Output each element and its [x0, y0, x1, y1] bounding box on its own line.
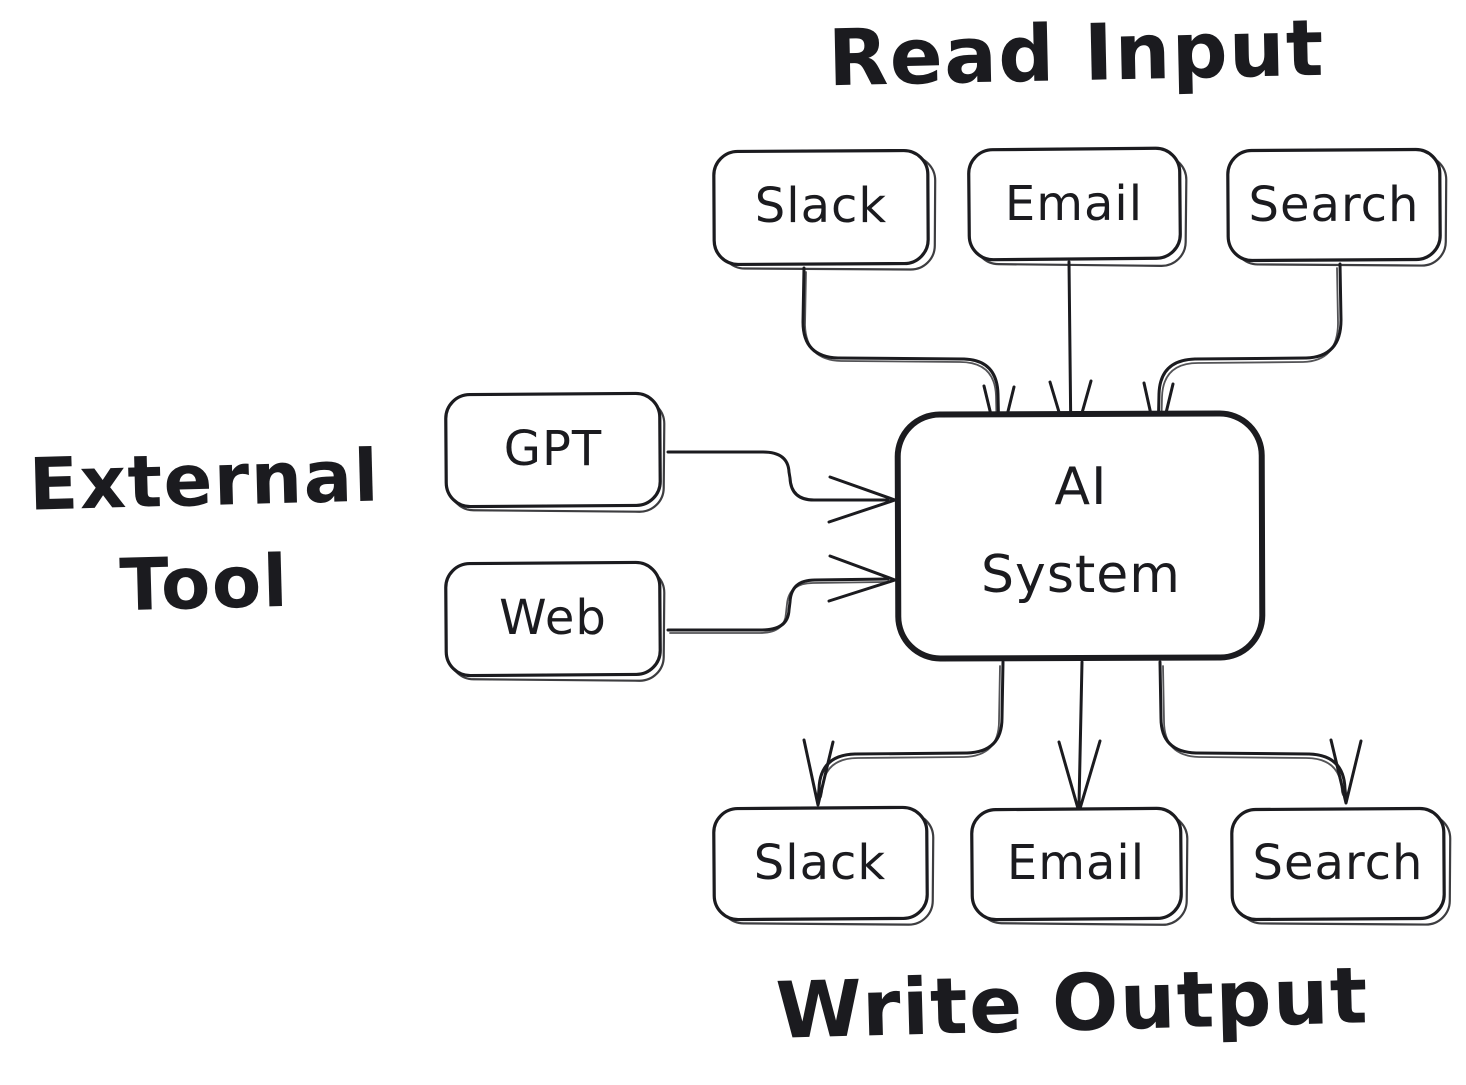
node-tool-gpt-label: GPT	[504, 421, 602, 477]
node-tool-gpt-outline	[444, 391, 662, 509]
node-input-slack-outline	[712, 148, 930, 267]
node-ai-system-label-line2: System	[981, 545, 1181, 605]
node-output-email-label: Email	[1007, 835, 1145, 891]
section-title-external-tool-line1: External	[28, 433, 381, 526]
node-output-slack[interactable]: Slack	[712, 805, 935, 926]
node-input-email-label: Email	[1005, 176, 1143, 232]
node-input-slack-label: Slack	[755, 178, 887, 234]
node-tool-web-outline	[444, 560, 662, 678]
section-title-external-tool-line2: Tool	[119, 539, 290, 627]
edge-tool-gpt-to-ai-system	[666, 450, 897, 524]
node-output-slack-outline	[712, 805, 929, 922]
edge-ai-system-to-output-search	[1158, 660, 1363, 805]
node-input-search-outline	[1226, 147, 1442, 263]
node-ai-system[interactable]: AI System	[894, 410, 1266, 662]
node-output-search[interactable]: Search	[1230, 806, 1452, 926]
edge-ai-system-to-output-email	[1057, 660, 1102, 814]
edge-tool-web-to-ai-system	[666, 554, 897, 634]
node-output-email-outline	[970, 806, 1183, 922]
node-tool-web[interactable]: Web	[444, 560, 666, 682]
section-title-read-input: Read Input	[827, 4, 1326, 104]
node-ai-system-outline	[894, 410, 1266, 662]
section-title-write-output: Write Output	[775, 951, 1370, 1056]
node-input-email-outline	[967, 146, 1182, 262]
edge-ai-system-to-output-slack	[802, 660, 1005, 807]
node-input-search[interactable]: Search	[1226, 147, 1448, 267]
node-output-search-outline	[1230, 806, 1446, 922]
node-output-slack-label: Slack	[754, 835, 886, 891]
node-ai-system-label-line1: AI	[1055, 457, 1108, 517]
node-input-email[interactable]: Email	[967, 146, 1188, 267]
node-input-search-label: Search	[1249, 177, 1420, 233]
node-output-email[interactable]: Email	[970, 806, 1189, 926]
node-output-search-label: Search	[1253, 835, 1424, 891]
node-tool-gpt[interactable]: GPT	[444, 391, 666, 513]
node-tool-web-label: Web	[499, 590, 607, 646]
node-input-slack[interactable]: Slack	[712, 148, 937, 271]
